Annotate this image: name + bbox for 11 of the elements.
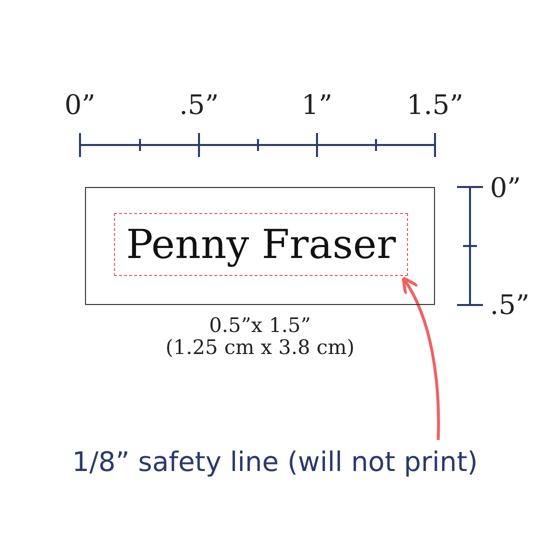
ruler-label: 1.5” xyxy=(406,90,464,121)
arrow xyxy=(402,276,440,440)
ruler-label: .5” xyxy=(490,290,530,321)
ruler-label: .5” xyxy=(179,90,219,121)
ruler-label: 0” xyxy=(64,90,96,121)
label-outline xyxy=(85,187,435,305)
dimension-label: 0.5”x 1.5” xyxy=(209,313,311,337)
ruler-label: 1” xyxy=(302,90,332,121)
ruler-label: 0” xyxy=(490,173,521,204)
callout-text: 1/8” safety line (will not print) xyxy=(20,440,530,484)
dimension-label: (1.25 cm x 3.8 cm) xyxy=(166,335,354,359)
